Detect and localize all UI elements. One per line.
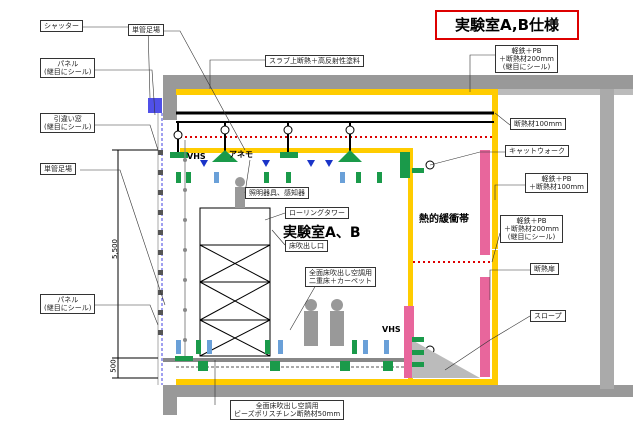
floor-slab [163,385,633,397]
ceiling-insulation [176,89,494,95]
right-insulation-lower [492,250,498,385]
callout-single-pipe-left: 単管足場 [40,163,76,175]
page-title: 実験室A,B仕様 [435,10,579,40]
upper-right-insulation [492,89,498,249]
leader-lines [80,26,531,405]
callout-rolling-tower: ローリングタワー [285,207,349,219]
rolling-tower [199,207,271,357]
left-column-bottom [163,385,177,415]
callout-single-pipe-top: 単管足場 [128,24,164,36]
callout-ceiling-spec: 軽鉄＋PB ＋断熱材200mm (継目にシール) [495,45,558,73]
window-squares [158,150,163,335]
slope [412,340,480,378]
airflow-arrows [176,168,424,367]
callout-insulation-door: 断熱扉 [530,263,559,275]
inner-ceiling-yellow [180,148,410,153]
pink-panel-bottom [480,277,490,377]
callout-floor-system: 全面床吹出し空調用 二重床＋カーペット [305,267,376,287]
right-wall [600,89,614,389]
callout-partition-spec: 軽鉄＋PB ＋断熱材200mm (継目にシール) [500,215,563,243]
roof-slab [163,75,633,89]
person-on-tower [235,177,245,208]
room-label: 実験室A、B [283,225,361,241]
vhs-label-top: VHS [187,152,206,161]
pink-panel-top [480,150,490,255]
dimension-upper: 5,500 [111,238,120,260]
callout-wall-spec: 軽鉄＋PB ＋断熱材100mm [525,173,588,193]
dimension-lower: 500 [109,359,118,373]
anemo-label: アネモ [229,150,253,159]
callout-sliding-window: 引違い窓 (継目にシール) [40,113,96,133]
inner-wall-yellow [408,148,413,380]
people-standing [304,299,344,346]
scaffold-nodes [183,158,187,342]
callout-slab: スラブ上断熱＋高反射性塗料 [265,55,364,67]
callout-lighting: 照明器具、感知器 [245,187,309,199]
raised-floor [163,358,411,362]
callout-shutter: シャッター [40,20,83,32]
thermal-zone-label: 熱的緩衝帯 [419,214,469,225]
callout-panel-top: パネル (継目にシール) [40,58,96,78]
pink-inner [404,306,414,378]
floor-insulation-strip [176,379,494,385]
ceiling-fixtures [170,150,410,178]
vhs-label-bottom: VHS [382,325,401,334]
ceiling-sensors [200,160,333,167]
callout-floor-outlet: 床吹出し口 [285,240,328,252]
callout-panel-bottom: パネル (継目にシール) [40,294,96,314]
callout-insulation-100: 断熱材100mm [510,118,566,130]
callout-catwalk: キャットウォーク [505,145,569,157]
shutter [148,98,162,113]
left-column-top [163,75,177,120]
callout-floor-insulation: 全面床吹出し空調用 ビーズポリスチレン断熱材50mm [230,400,345,420]
callout-slope: スロープ [530,310,566,322]
